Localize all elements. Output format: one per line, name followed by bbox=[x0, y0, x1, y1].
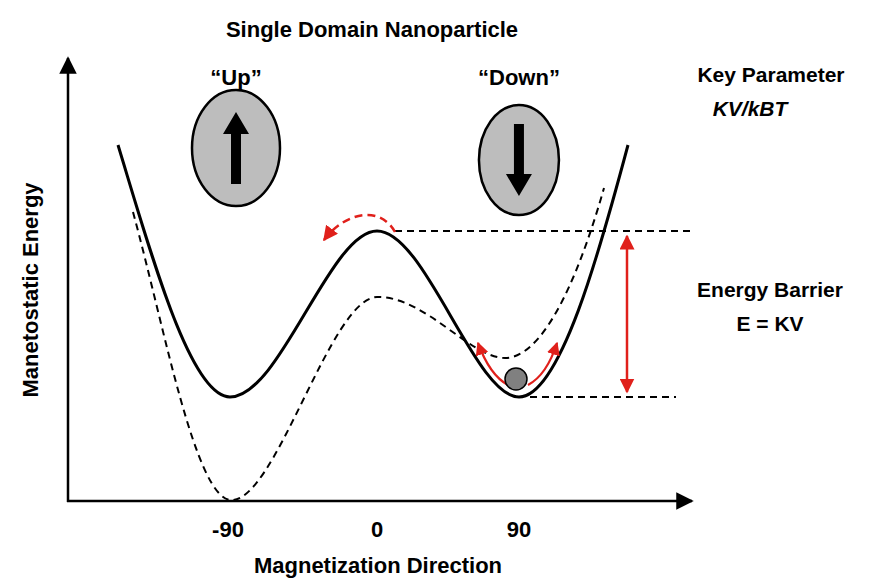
well-bottom-line bbox=[530, 396, 676, 398]
state-label: “Down” bbox=[474, 66, 564, 90]
particle-ellipse bbox=[479, 105, 559, 215]
key-parameter-formula: KV/kBT bbox=[713, 97, 788, 120]
particle-ball bbox=[505, 368, 527, 390]
key-parameter-heading: Key Parameter bbox=[697, 63, 844, 86]
x-axis-label: Magnetization Direction bbox=[254, 554, 502, 578]
oscillation-arrow bbox=[478, 343, 508, 385]
x-axis bbox=[67, 500, 692, 503]
magnetization-arrow bbox=[223, 112, 249, 184]
hop-arrow bbox=[324, 215, 395, 240]
energy-barrier-formula: E = KV bbox=[736, 312, 803, 335]
magnetization-arrow bbox=[506, 124, 532, 196]
energy-barrier-heading: Energy Barrier bbox=[697, 278, 843, 301]
nanoparticle-ellipse: “Up” bbox=[188, 66, 284, 210]
oscillation-arrow bbox=[528, 343, 557, 385]
y-axis-label: Manetostatic Energy bbox=[19, 182, 43, 397]
tick-label: 0 bbox=[371, 518, 383, 542]
barrier-arrow bbox=[626, 236, 629, 392]
tick-label: -90 bbox=[212, 518, 244, 542]
y-axis bbox=[67, 58, 70, 502]
nanoparticle-ellipse: “Down” bbox=[474, 66, 564, 219]
state-label: “Up” bbox=[188, 66, 284, 90]
particle-ellipse bbox=[192, 90, 280, 206]
tick-label: 90 bbox=[507, 518, 531, 542]
tilted-energy-curve bbox=[133, 188, 604, 500]
diagram-title: Single Domain Nanoparticle bbox=[226, 18, 518, 42]
barrier-top-line bbox=[395, 230, 692, 232]
